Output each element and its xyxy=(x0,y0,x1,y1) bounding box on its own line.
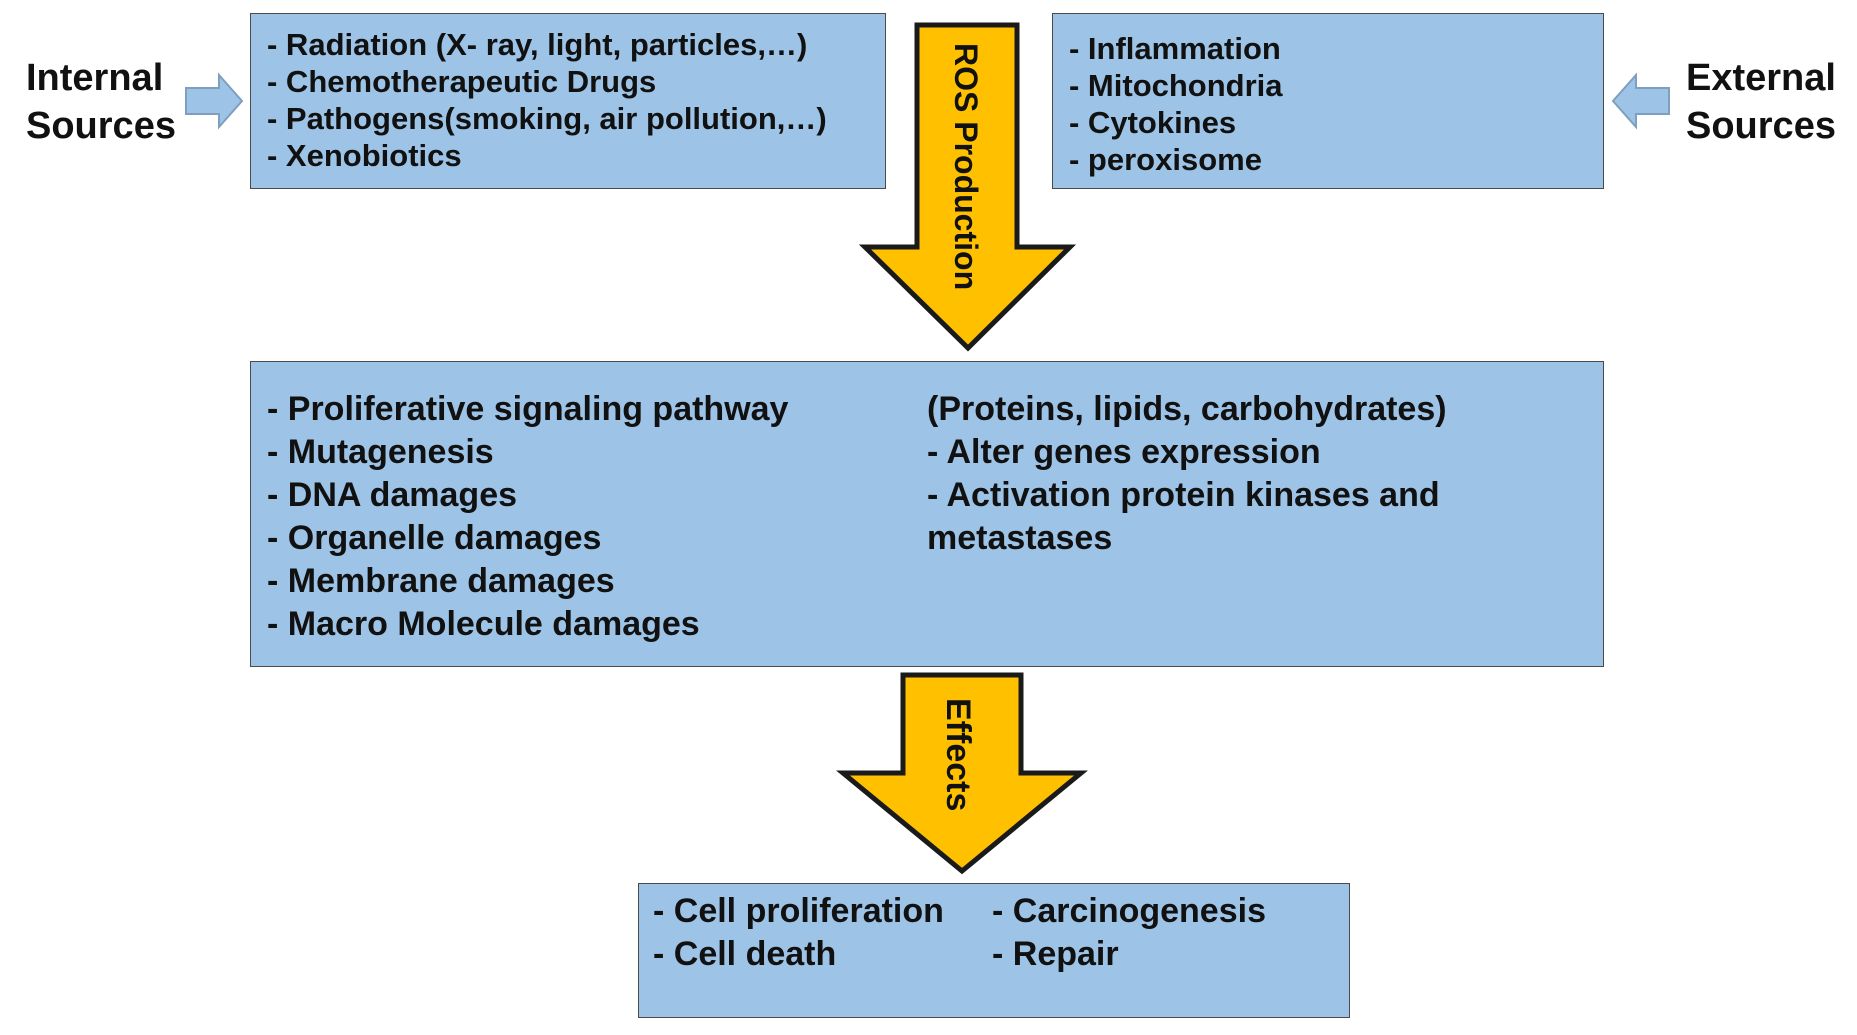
external-sources-arrow-icon xyxy=(1611,72,1670,130)
ros-production-label: ROS Production xyxy=(948,43,984,290)
outcomes-left-column: - Cell proliferation - Cell death xyxy=(653,890,944,976)
outcome-item: - Cell death xyxy=(653,935,837,973)
ros-effects-box: - Proliferative signaling pathway - Muta… xyxy=(250,361,1604,667)
internal-sources-label: Internal Sources xyxy=(26,54,176,150)
ros-production-arrow xyxy=(858,22,1077,352)
internal-item: - Pathogens(smoking, air pollution,…) xyxy=(267,101,827,136)
internal-sources-arrow-icon xyxy=(185,72,244,130)
effect-item: metastases xyxy=(927,519,1113,557)
external-sources-box: - Inflammation - Mitochondria - Cytokine… xyxy=(1052,13,1604,189)
external-sources-label: External Sources xyxy=(1686,54,1836,150)
outcomes-box: - Cell proliferation - Cell death - Carc… xyxy=(638,883,1350,1018)
internal-item: - Xenobiotics xyxy=(267,138,462,173)
internal-item: - Chemotherapeutic Drugs xyxy=(267,64,657,99)
effects-right-column: (Proteins, lipids, carbohydrates) - Alte… xyxy=(927,388,1447,560)
external-sources-line2: Sources xyxy=(1686,105,1836,147)
external-item: - Inflammation xyxy=(1069,31,1281,66)
effect-item: - Membrane damages xyxy=(267,562,615,600)
internal-item: - Radiation (X- ray, light, particles,…) xyxy=(267,27,808,62)
external-sources-line1: External xyxy=(1686,57,1836,99)
outcome-item: - Repair xyxy=(992,935,1119,973)
effects-left-column: - Proliferative signaling pathway - Muta… xyxy=(267,388,788,646)
effects-label: Effects xyxy=(939,698,977,811)
outcome-item: - Cell proliferation xyxy=(653,892,944,930)
outcomes-right-column: - Carcinogenesis - Repair xyxy=(992,890,1266,976)
internal-sources-line2: Sources xyxy=(26,105,176,147)
internal-sources-box: - Radiation (X- ray, light, particles,…)… xyxy=(250,13,886,189)
external-item: - peroxisome xyxy=(1069,142,1262,177)
outcome-item: - Carcinogenesis xyxy=(992,892,1266,930)
effect-item: - Organelle damages xyxy=(267,519,602,557)
external-item: - Mitochondria xyxy=(1069,68,1283,103)
external-item: - Cytokines xyxy=(1069,105,1237,140)
effect-item: (Proteins, lipids, carbohydrates) xyxy=(927,390,1447,428)
effect-item: - Activation protein kinases and xyxy=(927,476,1440,514)
effect-item: - Mutagenesis xyxy=(267,433,494,471)
effects-arrow xyxy=(836,672,1088,875)
effect-item: - DNA damages xyxy=(267,476,518,514)
internal-sources-line1: Internal xyxy=(26,57,164,99)
effect-item: - Proliferative signaling pathway xyxy=(267,390,789,428)
effect-item: - Macro Molecule damages xyxy=(267,605,700,643)
effect-item: - Alter genes expression xyxy=(927,433,1321,471)
